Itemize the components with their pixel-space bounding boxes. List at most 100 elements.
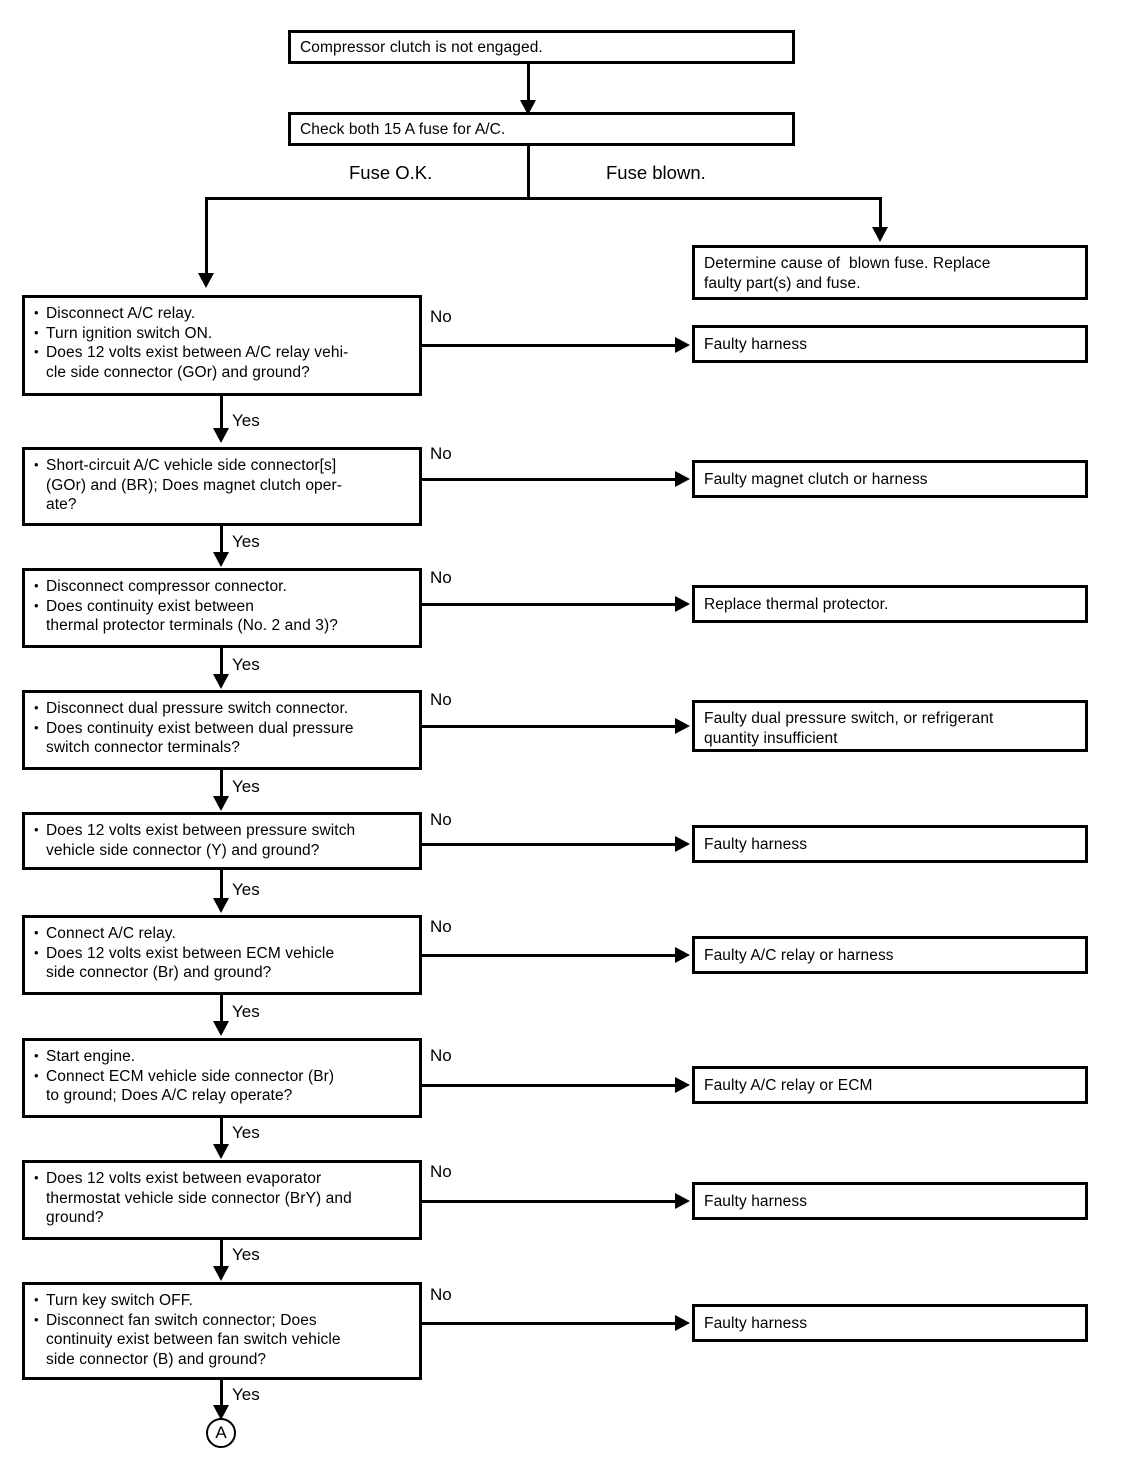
step-1-bullet-2: Turn ignition switch ON. (34, 323, 410, 344)
edge-step2-yes (220, 526, 223, 555)
edge-label-no-5: No (430, 810, 452, 829)
node-start: Compressor clutch is not engaged. (288, 30, 795, 64)
node-result-8-label: Faulty harness (704, 1193, 808, 1210)
edge-label-no-1: No (430, 307, 452, 326)
arrow-step9-yes (213, 1405, 229, 1420)
node-result-7: Faulty A/C relay or ECM (692, 1066, 1088, 1104)
arrow-step8-no (675, 1193, 690, 1209)
step-1-bullet-1: Disconnect A/C relay. (34, 303, 410, 324)
arrow-start-to-check (520, 100, 536, 115)
edge-label-yes-3: Yes (232, 655, 260, 674)
connector-circle-a-label: A (215, 1423, 227, 1442)
node-result-6: Faulty A/C relay or harness (692, 936, 1088, 974)
arrow-step9-no (675, 1315, 690, 1331)
edge-step4-no (422, 725, 677, 728)
node-step-1: Disconnect A/C relay. Turn ignition swit… (22, 295, 422, 396)
step-7-bullet-2: Connect ECM vehicle side connector (Br) … (34, 1066, 410, 1106)
node-result-7-label: Faulty A/C relay or ECM (704, 1077, 873, 1094)
arrow-fuse-ok-to-step1 (198, 273, 214, 288)
node-blown-fuse-result-line1: Determine cause of blown fuse. Replace (704, 255, 991, 272)
arrow-step7-no (675, 1077, 690, 1093)
edge-step4-yes (220, 770, 223, 798)
edge-label-no-6: No (430, 917, 452, 936)
step-6-bullet-2: Does 12 volts exist between ECM vehicle … (34, 943, 410, 983)
edge-step9-no (422, 1322, 677, 1325)
arrow-step5-no (675, 836, 690, 852)
node-result-5: Faulty harness (692, 825, 1088, 863)
node-result-9-label: Faulty harness (704, 1315, 808, 1332)
edge-step5-yes (220, 870, 223, 900)
node-start-label: Compressor clutch is not engaged. (300, 39, 543, 56)
edge-start-to-check (527, 64, 530, 102)
edge-step8-yes (220, 1240, 223, 1268)
node-step-4: Disconnect dual pressure switch connecto… (22, 690, 422, 770)
node-result-2: Faulty magnet clutch or harness (692, 460, 1088, 498)
edge-label-no-2: No (430, 444, 452, 463)
step-5-bullet-1: Does 12 volts exist between pressure swi… (34, 820, 410, 860)
step-4-bullet-1: Disconnect dual pressure switch connecto… (34, 698, 410, 719)
arrow-step3-yes (213, 674, 229, 689)
arrow-step1-yes (213, 428, 229, 443)
node-result-4-line1: Faulty dual pressure switch, or refriger… (704, 710, 994, 727)
node-step-8: Does 12 volts exist between evaporator t… (22, 1160, 422, 1240)
node-result-9: Faulty harness (692, 1304, 1088, 1342)
node-result-5-label: Faulty harness (704, 836, 808, 853)
node-result-1: Faulty harness (692, 325, 1088, 363)
node-check-fuse: Check both 15 A fuse for A/C. (288, 112, 795, 146)
arrow-step3-no (675, 596, 690, 612)
node-result-8: Faulty harness (692, 1182, 1088, 1220)
edge-step1-yes (220, 396, 223, 430)
node-blown-fuse-result: Determine cause of blown fuse. Replace f… (692, 245, 1088, 300)
node-step-2: Short-circuit A/C vehicle side connector… (22, 447, 422, 526)
node-result-4-line2: quantity insufficient (704, 729, 838, 747)
node-step-3: Disconnect compressor connector. Does co… (22, 568, 422, 648)
edge-step8-no (422, 1200, 677, 1203)
node-step-5: Does 12 volts exist between pressure swi… (22, 812, 422, 870)
step-1-bullet-3: Does 12 volts exist between A/C relay ve… (34, 342, 410, 382)
edge-label-no-3: No (430, 568, 452, 587)
node-result-6-label: Faulty A/C relay or harness (704, 947, 894, 964)
step-4-bullet-2: Does continuity exist between dual press… (34, 718, 410, 758)
edge-step3-yes (220, 648, 223, 676)
arrow-step6-yes (213, 1021, 229, 1036)
edge-label-no-9: No (430, 1285, 452, 1304)
branch-label-fuse-ok: Fuse O.K. (349, 162, 433, 183)
edge-step1-no (422, 344, 677, 347)
node-result-1-label: Faulty harness (704, 336, 808, 353)
edge-fuse-ok-down (205, 197, 208, 275)
edge-step7-yes (220, 1118, 223, 1146)
edge-label-yes-2: Yes (232, 532, 260, 551)
edge-label-yes-9: Yes (232, 1385, 260, 1404)
node-step-6: Connect A/C relay. Does 12 volts exist b… (22, 915, 422, 995)
step-6-bullet-1: Connect A/C relay. (34, 923, 410, 944)
arrow-step4-no (675, 718, 690, 734)
edge-step5-no (422, 843, 677, 846)
edge-label-yes-5: Yes (232, 880, 260, 899)
edge-label-no-4: No (430, 690, 452, 709)
edge-label-yes-8: Yes (232, 1245, 260, 1264)
edge-label-yes-4: Yes (232, 777, 260, 796)
step-7-bullet-1: Start engine. (34, 1046, 410, 1067)
step-2-bullet-1: Short-circuit A/C vehicle side connector… (34, 455, 410, 515)
arrow-step1-no (675, 337, 690, 353)
node-step-7: Start engine. Connect ECM vehicle side c… (22, 1038, 422, 1118)
edge-label-yes-1: Yes (232, 411, 260, 430)
edge-step3-no (422, 603, 677, 606)
edge-label-no-8: No (430, 1162, 452, 1181)
node-step-9: Turn key switch OFF. Disconnect fan swit… (22, 1282, 422, 1380)
arrow-step6-no (675, 947, 690, 963)
connector-circle-a: A (206, 1418, 236, 1448)
arrow-step7-yes (213, 1144, 229, 1159)
arrow-step8-yes (213, 1266, 229, 1281)
edge-label-yes-7: Yes (232, 1123, 260, 1142)
edge-step7-no (422, 1084, 677, 1087)
step-9-bullet-2: Disconnect fan switch connector; Does co… (34, 1310, 410, 1370)
arrow-step5-yes (213, 898, 229, 913)
node-result-3-label: Replace thermal protector. (704, 596, 889, 613)
step-3-bullet-1: Disconnect compressor connector. (34, 576, 410, 597)
node-result-3: Replace thermal protector. (692, 585, 1088, 623)
edge-check-stem (527, 146, 530, 199)
edge-fuse-split-bar (205, 197, 882, 200)
node-blown-fuse-result-line2: faulty part(s) and fuse. (704, 274, 861, 292)
